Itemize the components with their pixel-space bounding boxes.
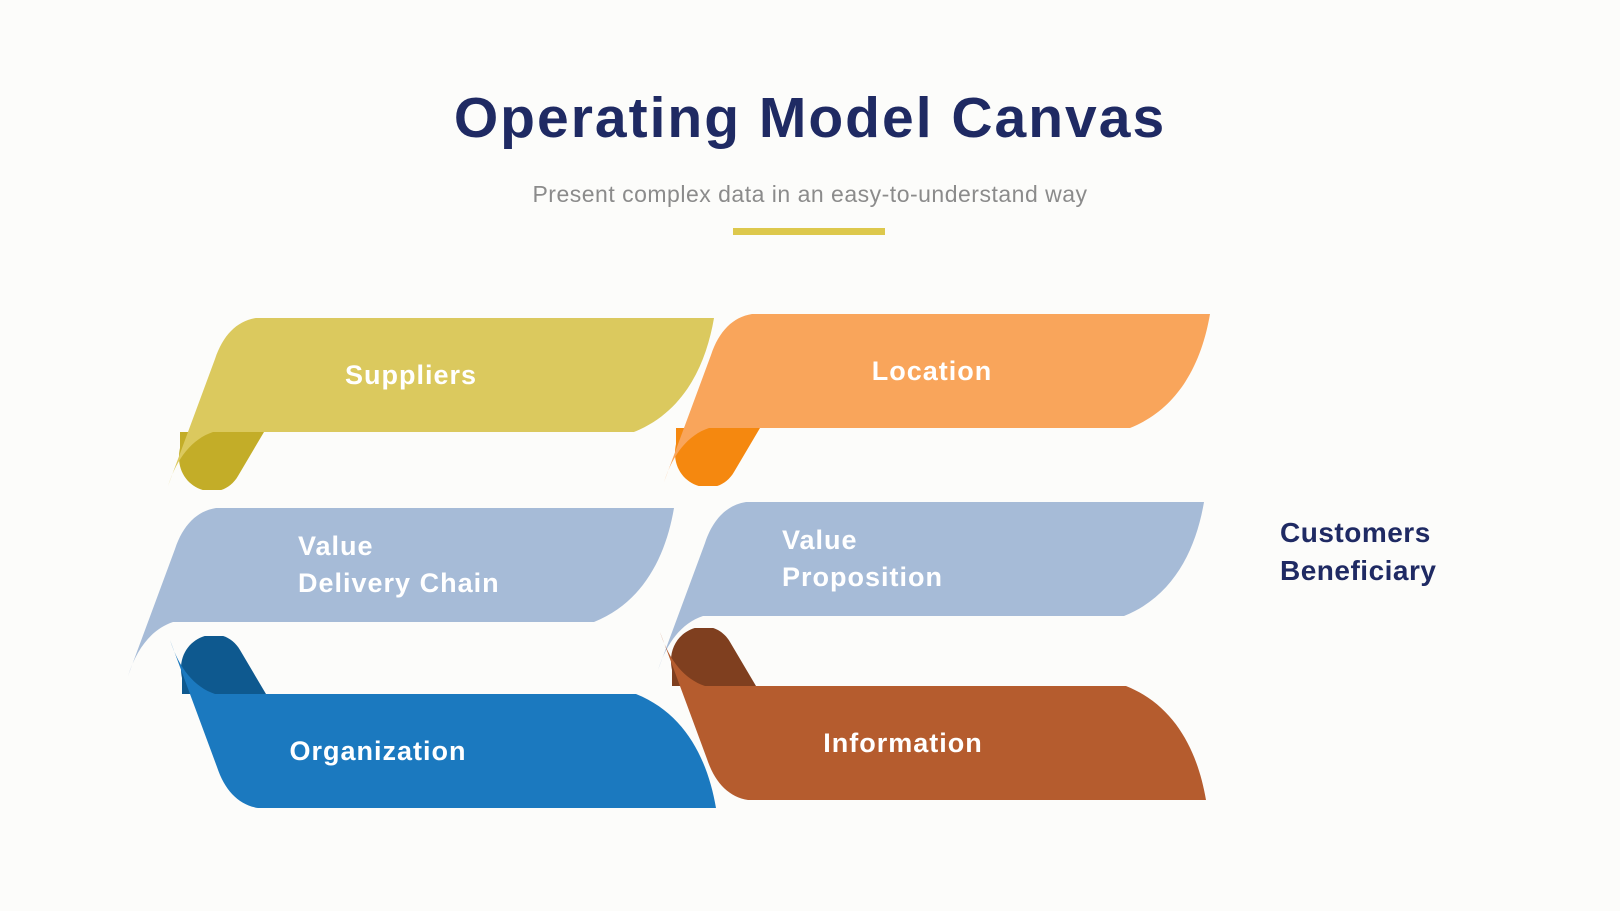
ribbon-organization-shape — [170, 636, 716, 808]
ribbon-suppliers-shape — [168, 318, 714, 490]
ribbon-value-delivery-chain-shape — [128, 508, 674, 676]
ribbon-organization: Organization — [158, 636, 728, 816]
ribbon-band — [168, 318, 714, 486]
ribbon-information-shape — [660, 628, 1206, 800]
ribbon-location-shape — [664, 314, 1210, 486]
ribbon-location: Location — [652, 306, 1222, 486]
ribbon-band — [170, 640, 716, 808]
ribbon-fold — [670, 628, 756, 686]
header: Operating Model Canvas Present complex d… — [0, 85, 1620, 208]
ribbon-information: Information — [648, 628, 1218, 808]
customers-beneficiary-label: Customers Beneficiary — [1280, 514, 1436, 590]
ribbon-suppliers: Suppliers — [156, 310, 726, 490]
side-label-line: Beneficiary — [1280, 555, 1437, 586]
ribbon-band — [658, 502, 1204, 670]
ribbon-band — [664, 314, 1210, 482]
ribbon-fold — [178, 432, 264, 490]
side-label-line: Customers — [1280, 517, 1431, 548]
ribbon-fold — [180, 636, 266, 694]
ribbon-value-proposition-shape — [658, 502, 1204, 670]
title-underline-bar — [733, 228, 885, 235]
ribbon-band — [128, 508, 674, 676]
page-subtitle: Present complex data in an easy-to-under… — [532, 181, 1088, 207]
ribbon-fold — [674, 428, 760, 486]
page-title: Operating Model Canvas — [453, 86, 1167, 150]
ribbon-band — [660, 632, 1206, 800]
